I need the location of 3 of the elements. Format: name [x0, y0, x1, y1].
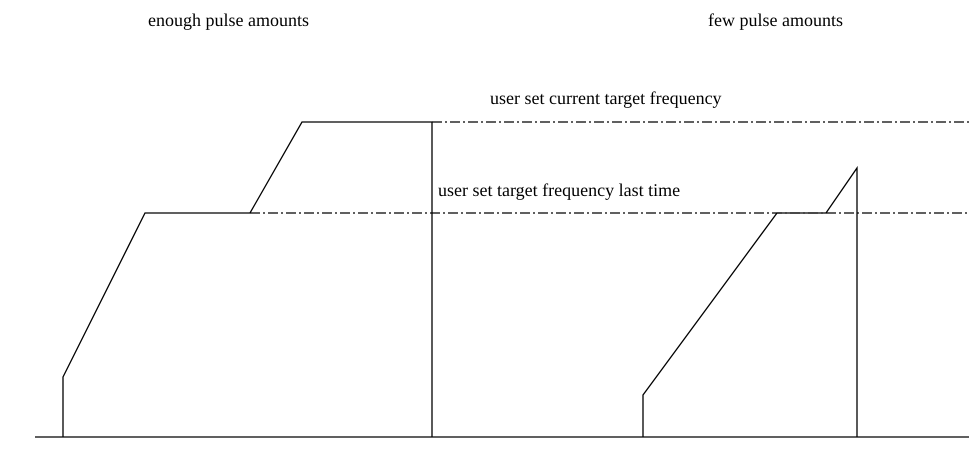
axis-label: few pulse amounts: [708, 10, 843, 30]
axis-label: user set current target frequency: [490, 88, 722, 108]
axis-label: user set target frequency last time: [438, 180, 680, 200]
